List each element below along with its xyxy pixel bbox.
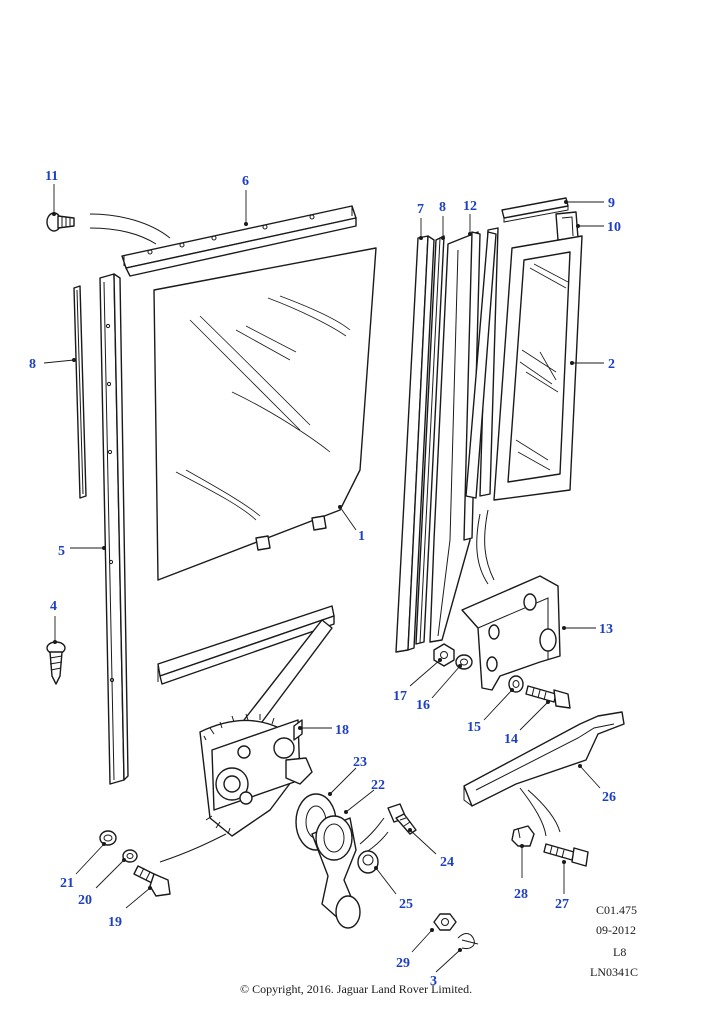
part-15-washer xyxy=(508,675,524,693)
callout-8-left: 8 xyxy=(29,357,36,372)
part-2-quarter-frame xyxy=(465,227,583,501)
part-1-glass xyxy=(153,247,377,581)
callout-10: 10 xyxy=(607,220,621,235)
callout-19: 19 xyxy=(108,915,122,930)
lift-channel xyxy=(157,605,335,685)
callout-22: 22 xyxy=(371,778,385,793)
callout-12: 12 xyxy=(463,199,477,214)
callout-3: 3 xyxy=(430,974,437,989)
callout-labels: 11 6 7 8 12 9 10 8 2 1 5 4 13 17 16 15 1… xyxy=(29,169,621,989)
part-13-bracket xyxy=(461,509,561,691)
leader-lines xyxy=(43,184,604,973)
part-20-washer xyxy=(122,849,138,863)
part-18-regulator xyxy=(199,619,333,837)
callout-28: 28 xyxy=(514,887,528,902)
callout-2: 2 xyxy=(608,357,615,372)
callout-24: 24 xyxy=(440,855,454,870)
callout-25: 25 xyxy=(399,897,413,912)
diagram-code: C01.475 xyxy=(596,903,637,917)
callout-23: 23 xyxy=(353,755,367,770)
callout-15: 15 xyxy=(467,720,481,735)
part-8-left-strip xyxy=(73,285,87,499)
callout-4: 4 xyxy=(50,599,57,614)
part-7-channel xyxy=(395,235,435,653)
part-4-screw xyxy=(46,641,66,685)
callout-16: 16 xyxy=(416,698,430,713)
part-19-bolt xyxy=(133,833,227,897)
callout-9: 9 xyxy=(608,196,615,211)
part-3-clip xyxy=(457,933,479,949)
callout-18: 18 xyxy=(335,723,349,738)
part-25-cap xyxy=(357,850,379,874)
diagram-level: L8 xyxy=(613,945,626,959)
diagram-date: 09-2012 xyxy=(596,923,636,937)
callout-5: 5 xyxy=(58,544,65,559)
callout-11: 11 xyxy=(45,169,58,184)
part-29-nut xyxy=(433,913,457,931)
part-21-washer xyxy=(99,830,117,846)
part-27-screw xyxy=(543,843,589,867)
part-6-top-channel xyxy=(121,205,357,277)
part-10-top-piece xyxy=(555,211,579,241)
copyright-text: © Copyright, 2016. Jaguar Land Rover Lim… xyxy=(240,982,472,996)
callout-27: 27 xyxy=(555,897,569,912)
part-11-screw xyxy=(46,212,171,245)
callout-7: 7 xyxy=(417,202,424,217)
callout-1: 1 xyxy=(358,529,365,544)
part-22-winder-handle xyxy=(311,815,389,929)
callout-17: 17 xyxy=(393,689,407,704)
part-9-top-piece xyxy=(501,197,569,223)
callout-20: 20 xyxy=(78,893,92,908)
callout-8-right: 8 xyxy=(439,200,446,215)
callout-26: 26 xyxy=(602,790,616,805)
callout-14: 14 xyxy=(504,732,518,747)
diagram-ref: LN0341C xyxy=(590,965,638,979)
callout-6: 6 xyxy=(242,174,249,189)
callout-29: 29 xyxy=(396,956,410,971)
part-12-channel xyxy=(429,231,481,643)
info-block: C01.475 09-2012 L8 LN0341C xyxy=(590,903,638,979)
part-26-interior-handle xyxy=(463,711,625,837)
callout-21: 21 xyxy=(60,876,74,891)
callout-13: 13 xyxy=(599,622,613,637)
part-28-clip xyxy=(511,825,535,847)
part-14-bolt xyxy=(525,685,571,709)
part-5-channel xyxy=(99,273,129,785)
